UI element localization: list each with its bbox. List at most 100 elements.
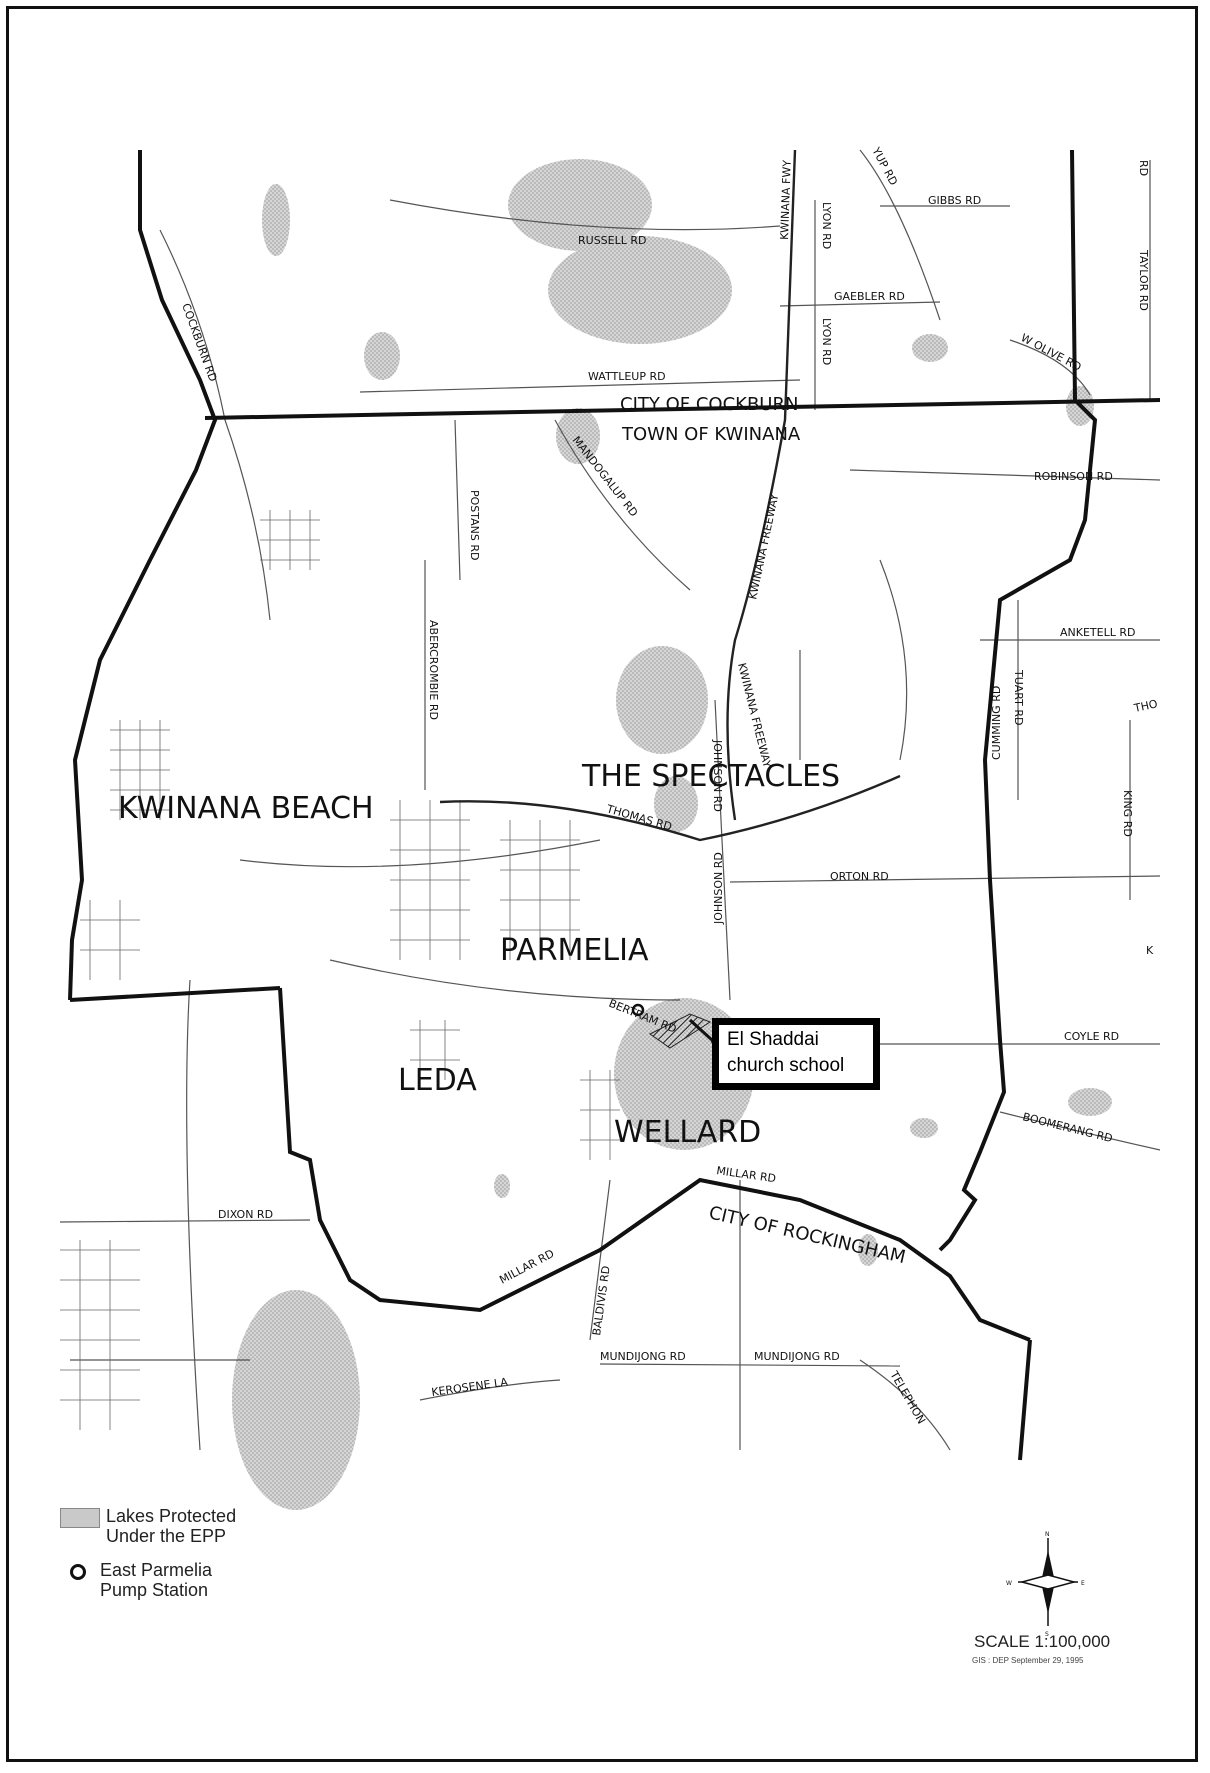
label-anketell-rd: ANKETELL RD <box>1060 626 1135 639</box>
label-mandogalup-rd: MANDOGALUP RD <box>570 434 641 519</box>
compass-rose: N S E W <box>1006 1531 1085 1638</box>
pump-circle-icon <box>70 1564 86 1580</box>
street-grid <box>60 1240 140 1430</box>
freeway-kwinana <box>726 149 797 821</box>
road-dixon <box>59 1219 311 1223</box>
label-the-spectacles: THE SPECTACLES <box>581 759 840 794</box>
road-extra <box>239 839 601 868</box>
label-tuart-rd: TUART RD <box>1012 669 1025 725</box>
compass-w: W <box>1006 1580 1012 1587</box>
label-yup-rd: YUP RD <box>869 144 900 187</box>
map-scale: SCALE 1:100,000 <box>974 1632 1111 1651</box>
lake <box>1068 1088 1112 1116</box>
label-lyon-rd-south: LYON RD <box>820 318 833 365</box>
street-grid <box>260 510 320 570</box>
label-millar-rd-east: MILLAR RD <box>716 1164 777 1185</box>
road-thomas <box>439 774 901 842</box>
label-postans-rd: POSTANS RD <box>468 490 481 561</box>
street-grid-layer <box>60 510 620 1430</box>
label-wellard: WELLARD <box>614 1115 761 1150</box>
lake <box>494 1174 510 1198</box>
street-grid <box>580 1070 620 1160</box>
road-robinson <box>849 469 1161 481</box>
label-city-of-rockingham: CITY OF ROCKINGHAM <box>707 1202 908 1268</box>
label-mundijong-rd-east: MUNDIJONG RD <box>754 1350 840 1363</box>
label-parmelia: PARMELIA <box>500 933 649 968</box>
road-orton <box>729 875 1161 883</box>
page-frame <box>6 6 1198 1762</box>
school-site-hatch <box>649 1013 712 1049</box>
label-kwinana-freeway-mid: KWINANA FREEWAY <box>746 493 781 601</box>
lake <box>556 408 600 464</box>
road-yup <box>859 149 941 321</box>
lake-swatch-icon <box>60 1508 100 1528</box>
label-kwinana-beach: KWINANA BEACH <box>118 791 374 826</box>
road-telephone <box>859 1359 951 1451</box>
lake <box>910 1118 938 1138</box>
lake <box>548 236 732 344</box>
label-abercrombie-rd: ABERCROMBIE RD <box>427 620 440 720</box>
street-grid <box>500 820 580 960</box>
legend-item-lakes: Lakes Protected Under the EPP <box>60 1506 236 1546</box>
lake <box>364 332 400 380</box>
label-robinson-rd: ROBINSON RD <box>1034 470 1113 483</box>
boundary-line <box>69 986 281 1002</box>
lakes-layer <box>232 159 1112 1510</box>
label-millar-rd-west: MILLAR RD <box>497 1247 556 1287</box>
label-kwinana-freeway-south: KWINANA FREEWAY <box>735 662 774 770</box>
map-credit: GIS : DEP September 29, 1995 <box>972 1656 1084 1665</box>
label-cockburn-rd: COCKBURN RD <box>179 302 219 384</box>
road-mundijong <box>599 1363 901 1367</box>
label-kerosene-la: KEROSENE LA <box>431 1375 510 1399</box>
label-gibbs-rd: GIBBS RD <box>928 194 981 207</box>
label-coyle-rd: COYLE RD <box>1064 1030 1119 1043</box>
label-taylor-rd: TAYLOR RD <box>1137 249 1150 311</box>
label-cumming-rd: CUMMING RD <box>990 686 1003 760</box>
major-roads-layer <box>439 149 901 842</box>
road-wattleup <box>359 379 801 393</box>
label-boomerang-rd: BOOMERANG RD <box>1021 1110 1114 1145</box>
label-city-of-cockburn: CITY OF COCKBURN <box>620 394 798 415</box>
road-kerosene <box>419 1379 561 1401</box>
region-labels: KWINANA BEACH THE SPECTACLES PARMELIA LE… <box>118 759 840 1150</box>
label-lyon-rd-north: LYON RD <box>820 202 833 249</box>
callout-line-2: church school <box>727 1055 845 1076</box>
road-johnson <box>714 699 731 1001</box>
pump-station-marker <box>631 1003 645 1017</box>
boundary-cockburn-kwinana <box>204 398 1161 420</box>
legend-pump-line-1: East Parmelia <box>100 1560 213 1580</box>
lake <box>262 184 290 256</box>
road-boomerang <box>999 1111 1161 1151</box>
boundary-line <box>1018 1339 1032 1461</box>
street-grid <box>110 720 170 820</box>
road-baldivis <box>589 1179 611 1341</box>
street-grid <box>80 900 140 980</box>
road-extra <box>186 979 201 1451</box>
lake <box>858 1234 878 1266</box>
road-gaebler <box>779 301 941 307</box>
label-telephon: TELEPHON <box>887 1368 928 1426</box>
legend-lakes-line-1: Lakes Protected <box>106 1506 237 1526</box>
label-town-of-kwinana: TOWN OF KWINANA <box>621 424 801 445</box>
callout-line-1: El Shaddai <box>727 1029 819 1050</box>
label-k: K <box>1146 944 1154 957</box>
boundary-line <box>68 150 218 1001</box>
school-callout: El Shaddai church school <box>712 1018 880 1090</box>
boundary-line <box>938 149 1098 1252</box>
label-johnson-rd-south: JOHNSON RD <box>712 852 725 925</box>
street-grid <box>390 800 470 960</box>
label-russell-rd: RUSSELL RD <box>578 234 646 247</box>
label-baldivis-rd: BALDIVIS RD <box>590 1265 613 1336</box>
road-extra <box>879 559 908 761</box>
label-leda: LEDA <box>398 1063 477 1098</box>
road-cockburn <box>159 229 271 621</box>
label-gaebler-rd: GAEBLER RD <box>834 290 905 303</box>
map-legend: Lakes Protected Under the EPP East Parme… <box>60 1506 236 1614</box>
boundaries-layer <box>68 149 1161 1461</box>
label-dixon-rd: DIXON RD <box>218 1208 273 1221</box>
lake <box>912 334 948 362</box>
compass-e: E <box>1081 1580 1085 1587</box>
label-mundijong-rd-west: MUNDIJONG RD <box>600 1350 686 1363</box>
